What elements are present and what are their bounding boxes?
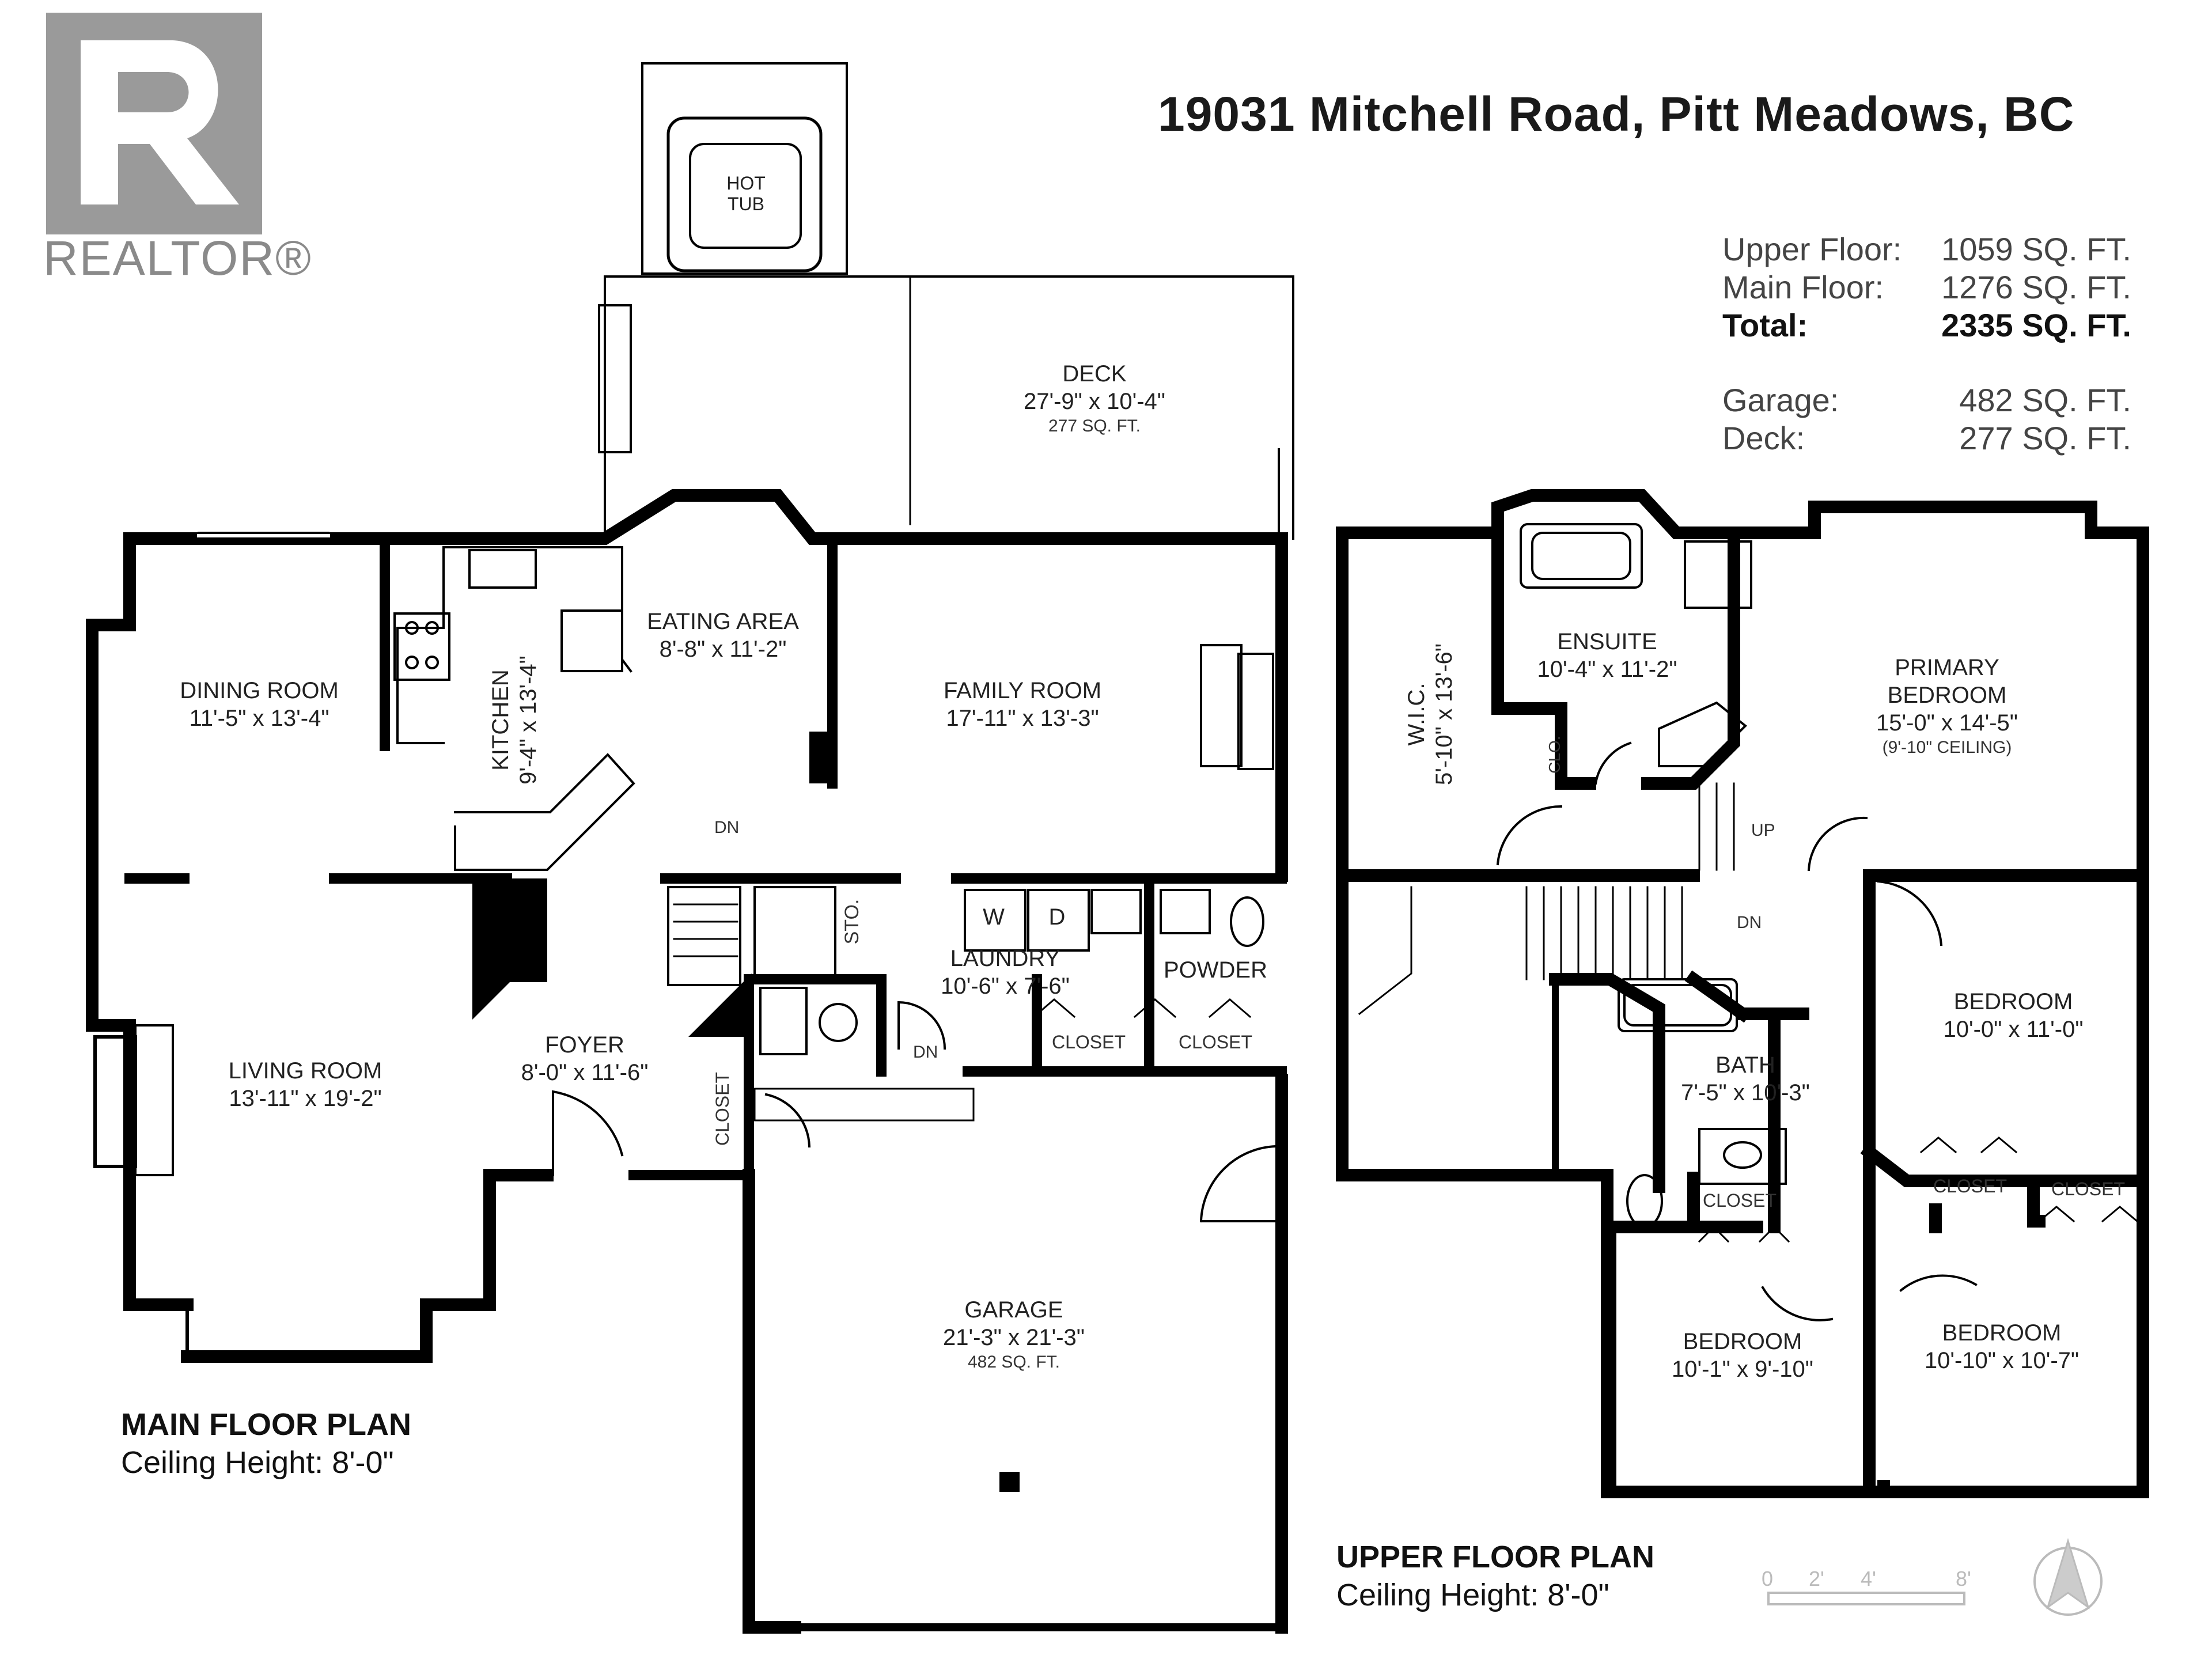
main-floor-walls [86, 62, 1294, 1634]
upper-stairs-up-label: UP [1751, 821, 1775, 840]
primary-bedroom-label: PRIMARY BEDROOM 15'-0" x 14'-5" (9'-10" … [1876, 655, 2018, 757]
main-floor-columns [472, 732, 1020, 1492]
laundry-label: LAUNDRY 10'-6" x 7'-6" [941, 946, 1070, 999]
bath-label: BATH 7'-5" x 10'-3" [1681, 1052, 1810, 1105]
upper-floor-walls [1336, 489, 2149, 1616]
area-summary: Upper Floor: 1059 SQ. FT. Main Floor: 12… [1722, 230, 2131, 457]
scale-tick-0: 0 [1762, 1567, 1774, 1590]
upper-stairs-down-label: DN [1737, 913, 1762, 932]
eating-area-label: EATING AREA 8'-8" x 11'-2" [647, 609, 799, 662]
realtor-logo-text: REALTOR® [43, 231, 312, 285]
living-room-label: LIVING ROOM 13'-11" x 19'-2" [228, 1058, 382, 1111]
bedroom-3-label: BEDROOM 10'-1" x 9'-10" [1671, 1329, 1813, 1382]
main-floor-title: MAIN FLOOR PLAN Ceiling Height: 8'-0" [121, 1407, 411, 1480]
dryer-label: D [1048, 904, 1066, 930]
area-row-total: Total: 2335 SQ. FT. [1722, 307, 2131, 343]
bedroom-4-closet-label: CLOSET [2051, 1179, 2126, 1199]
scale-tick-8: 8' [1956, 1567, 1971, 1590]
garage-label: GARAGE 21'-3" x 21'-3" 482 SQ. FT. [942, 1297, 1085, 1372]
laundry-closet-label: CLOSET [1051, 1032, 1126, 1052]
bedroom-3-closet-label: CLOSET [1702, 1190, 1777, 1211]
property-address: 19031 Mitchell Road, Pitt Meadows, BC [1158, 87, 2075, 141]
foyer-closet-label: CLOSET [712, 1071, 733, 1146]
family-room-label: FAMILY ROOM 17'-11" x 13'-3" [943, 678, 1102, 731]
area-row-main: Main Floor: 1276 SQ. FT. [1722, 269, 2131, 305]
area-row-deck: Deck: 277 SQ. FT. [1722, 420, 2131, 456]
deck-label: DECK 27'-9" x 10'-4" 277 SQ. FT. [1023, 361, 1165, 435]
scale-tick-2: 2' [1809, 1567, 1824, 1590]
wic-label: W.I.C. 5'-10" x 13'-6" [1404, 643, 1457, 786]
powder-label: POWDER [1164, 957, 1267, 983]
ensuite-closet-label: CLO. [1546, 736, 1563, 774]
washer-label: W [983, 904, 1005, 930]
ensuite-label: ENSUITE 10'-4" x 11'-2" [1537, 629, 1677, 682]
dining-room-label: DINING ROOM 11'-5" x 13'-4" [180, 678, 339, 731]
area-row-garage: Garage: 482 SQ. FT. [1722, 382, 2131, 418]
powder-closet-label: CLOSET [1178, 1032, 1253, 1052]
realtor-logo [46, 13, 262, 234]
scale-tick-4: 4' [1861, 1567, 1876, 1590]
bedroom-4-label: BEDROOM 10'-10" x 10'-7" [1924, 1320, 2080, 1373]
foyer-label: FOYER 8'-0" x 11'-6" [521, 1032, 649, 1085]
upper-floor-title: UPPER FLOOR PLAN Ceiling Height: 8'-0" [1336, 1540, 1655, 1612]
kitchen-label: KITCHEN 9'-4" x 13'-4" [488, 656, 541, 785]
area-row-upper: Upper Floor: 1059 SQ. FT. [1722, 231, 2131, 267]
storage-label: STO. [841, 899, 863, 945]
bedroom-2-closet-label: CLOSET [1933, 1176, 2008, 1196]
bedroom-2-label: BEDROOM 10'-0" x 11'-0" [1943, 989, 2084, 1042]
main-stairs-down-label: DN [714, 818, 740, 837]
garage-stairs-down-label: DN [913, 1043, 938, 1062]
